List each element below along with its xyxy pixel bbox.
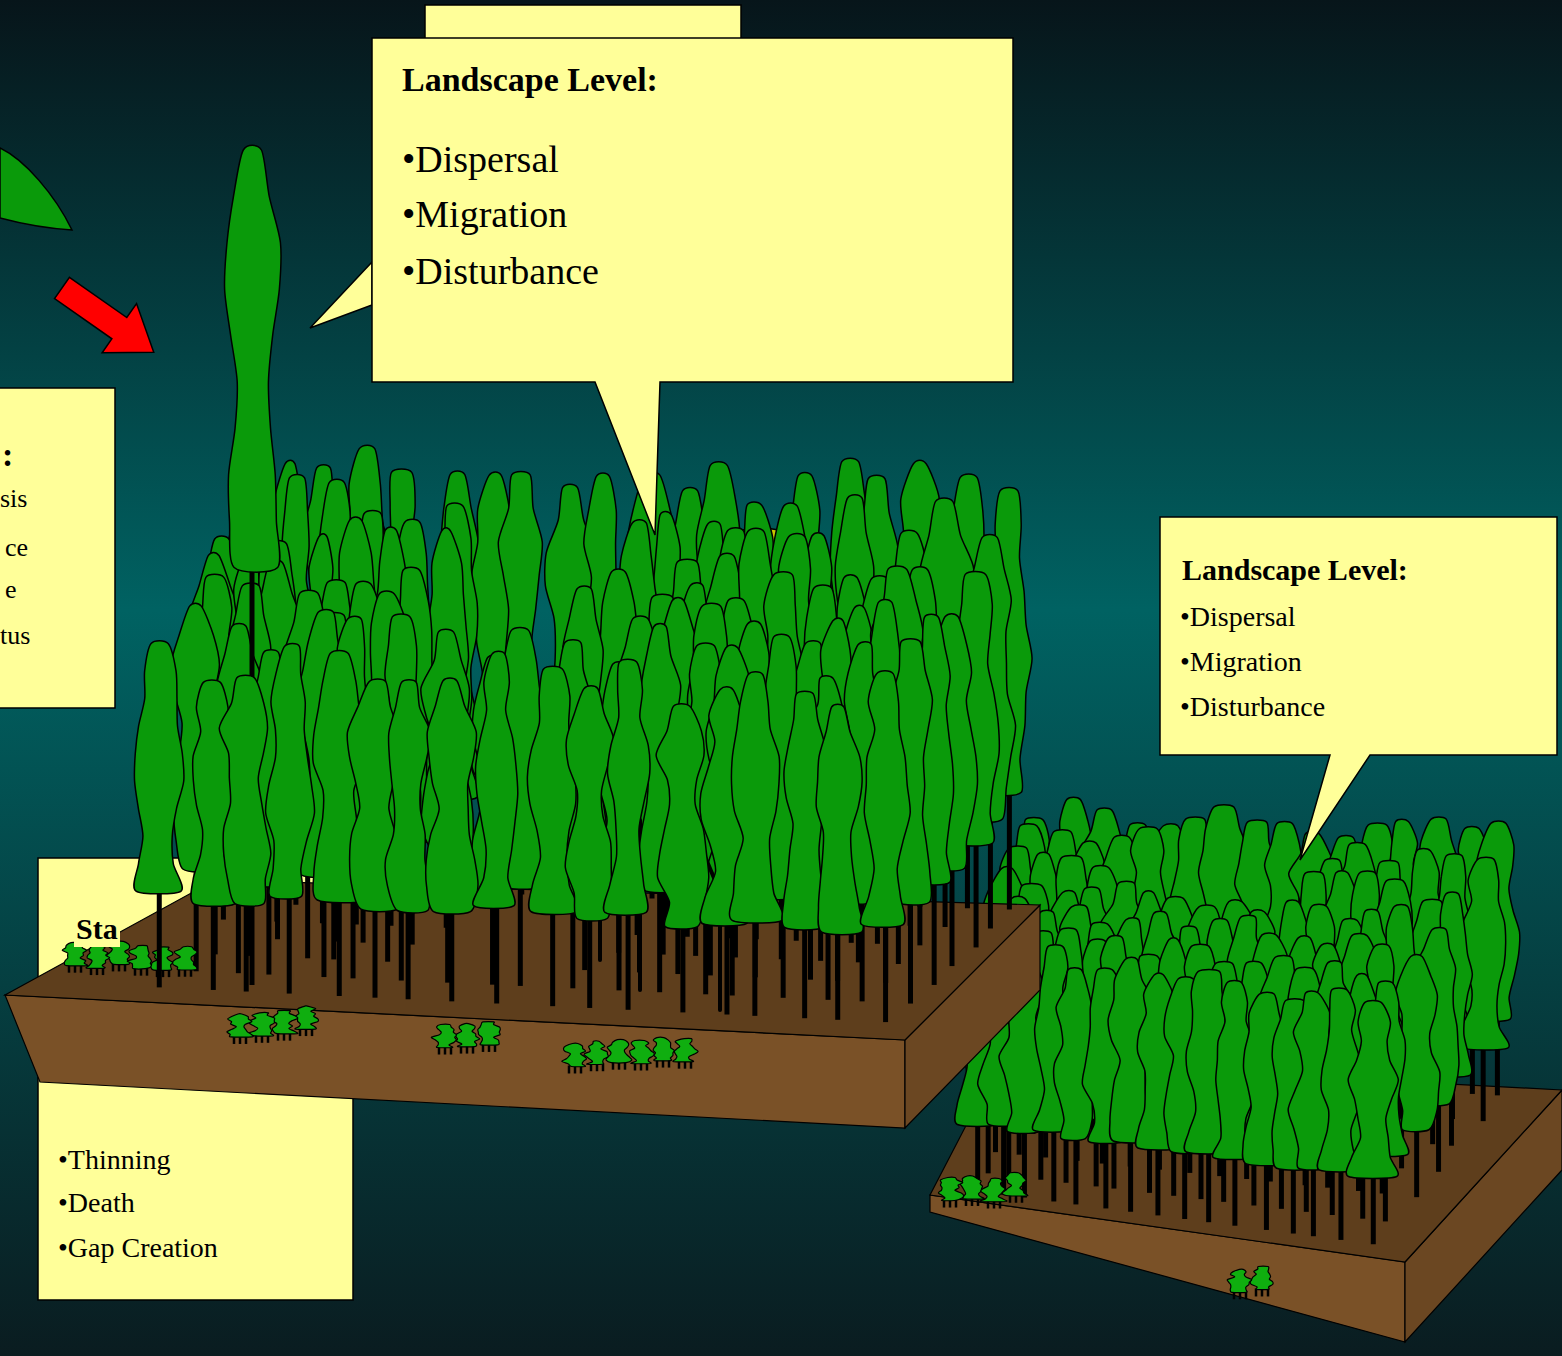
shrub [673,1038,698,1062]
shrub [151,947,173,971]
shrub [227,1014,253,1038]
shrub [173,946,198,970]
shrub [980,1178,1007,1202]
tree-crown [473,651,518,908]
tree-crown [1346,1001,1398,1179]
shrub [938,1177,963,1201]
tree-crown [225,145,281,572]
tree-crown [603,659,649,915]
callout-shape [1160,517,1557,860]
callout-item: •Death [56,1187,137,1219]
tree-crown [219,675,271,906]
tree-crown [134,641,184,894]
callout-item: •Migration [402,193,567,237]
tree-crown [426,678,478,914]
callout-box: : sis ce e tus [0,388,115,708]
shrub [562,1043,587,1067]
leaf-symbol [0,148,72,230]
callout-item: •Dispersal [1180,601,1296,633]
callout-tail [310,262,372,328]
shrub [295,1006,319,1030]
callout-heading: Landscape Level: [1182,553,1408,588]
callout-shape [372,38,1013,535]
tree-crown [816,704,863,934]
callout-heading: Sta [74,912,120,947]
callout-item: sis [0,484,27,514]
shrub [478,1022,501,1046]
shrub [653,1037,674,1061]
shrub [606,1039,632,1063]
shrub [431,1024,456,1048]
tree-crown [729,672,783,923]
callout-box: Landscape Level: •Dispersal •Migration •Dis… [372,38,1013,382]
tree-crown [565,686,614,921]
shrub [456,1023,480,1047]
callout-heading: Landscape Level: [402,60,658,99]
callout-item: •Migration [1180,646,1302,678]
shrub [1002,1173,1028,1197]
shrub [1250,1266,1273,1290]
shrub-stem [568,1065,571,1073]
shrub [1227,1269,1251,1293]
shrub [271,1010,298,1034]
shrub [584,1041,608,1065]
callout-item: ce [5,533,28,563]
callout-box: Sta •Thinning •Death •Gap Creation [38,858,353,1300]
shrub [630,1040,655,1064]
callout-item: tus [0,621,30,651]
shrub [86,945,110,969]
callout-item: •Disturbance [402,250,599,294]
callout-heading: : [2,435,13,474]
callout-item: •Thinning [56,1144,172,1176]
callout-item: •Gap Creation [56,1232,220,1264]
tree-crown [266,644,315,900]
callout-item: e [5,575,17,605]
tree-crown [860,671,910,927]
callout-item: •Disturbance [1180,691,1325,723]
right-plot [930,797,1562,1342]
tree-crown [385,680,431,913]
shrub [248,1013,274,1037]
callout-item: •Dispersal [402,138,559,182]
callout-shape [0,388,115,708]
callout-box: Landscape Level: •Dispersal •Migration •Dis… [1160,517,1557,755]
red-arrow [45,263,171,376]
shrub [127,945,152,969]
